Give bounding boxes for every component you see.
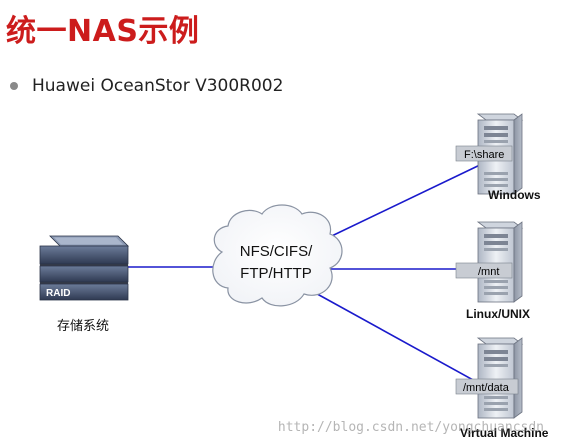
- raid-storage-icon: RAID: [39, 235, 129, 301]
- link-cloud-vm: [309, 289, 485, 387]
- vm-share-text: /mnt/data: [463, 382, 510, 394]
- vm-server: [477, 337, 523, 419]
- windows-share-tag: F:\share: [455, 145, 513, 162]
- raid-badge: RAID: [46, 288, 70, 299]
- vm-share-tag: /mnt/data: [455, 378, 519, 395]
- cloud-line-1: NFS/CIFS/: [240, 243, 313, 260]
- vm-label: Virtual Machine: [460, 426, 549, 440]
- link-cloud-windows: [314, 162, 485, 245]
- bullet-item: Huawei OceanStor V300R002: [10, 76, 283, 96]
- server-icon: [477, 221, 523, 303]
- windows-share-text: F:\share: [464, 149, 504, 161]
- bullet-text: Huawei OceanStor V300R002: [32, 76, 284, 96]
- windows-label: Windows: [488, 188, 541, 202]
- server-icon: [477, 337, 523, 419]
- cloud-line-2: FTP/HTTP: [240, 265, 312, 282]
- watermark-url: http://blog.csdn.net/yongchuancsdn: [277, 420, 544, 435]
- linux-label: Linux/UNIX: [466, 307, 530, 321]
- protocol-cloud: NFS/CIFS/ FTP/HTTP: [212, 204, 343, 307]
- linux-server: [477, 221, 523, 303]
- linux-share-tag: /mnt: [455, 262, 513, 279]
- bullet-dot: [10, 82, 18, 90]
- page-title: 统一NAS示例: [6, 14, 200, 49]
- linux-share-text: /mnt: [478, 266, 499, 278]
- storage-label: 存储系统: [57, 318, 109, 333]
